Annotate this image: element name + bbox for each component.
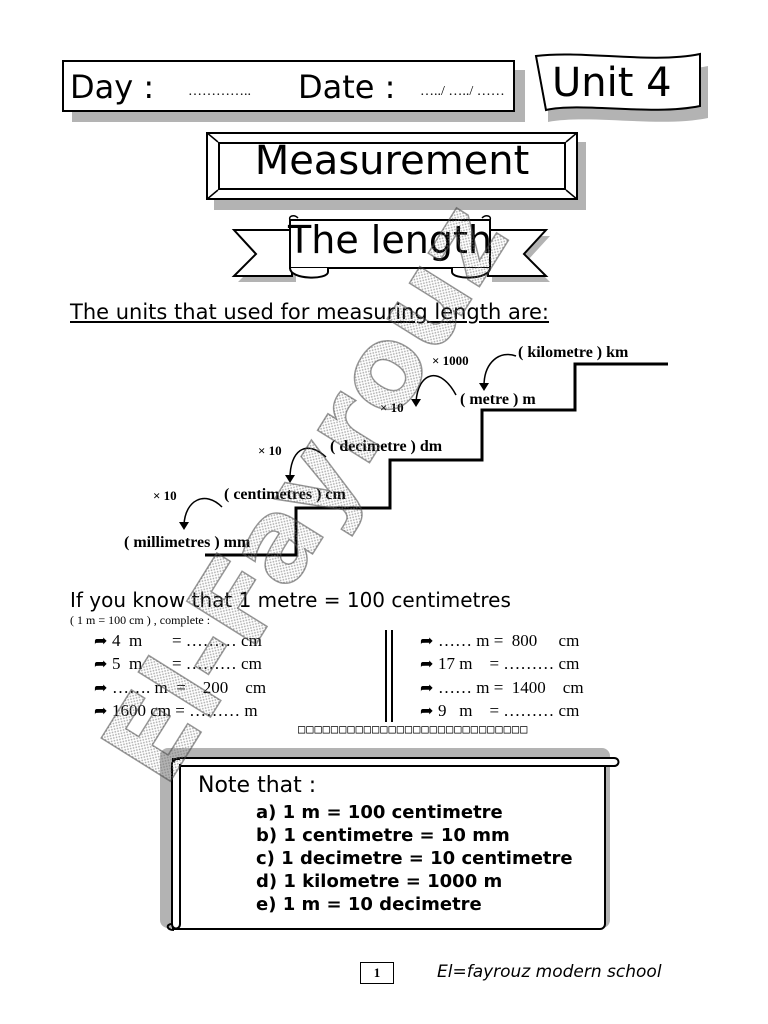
subtitle-ribbon	[231, 215, 550, 282]
note-item-e: e) 1 m = 10 decimetre	[256, 894, 482, 915]
note-scroll-curls	[166, 757, 620, 931]
label-millimetres: ( millimetres ) mm	[124, 534, 251, 551]
exercise-left-4: ➦1600 cm = ……… m	[94, 701, 258, 720]
mult-x10-cm: × 10	[153, 488, 177, 503]
curved-arrow-icon: ➦	[94, 631, 108, 650]
date-dots: …../ …../ ……	[420, 84, 505, 99]
curved-arrow-icon: ➦	[420, 654, 434, 673]
curved-arrow-icon: ➦	[94, 654, 108, 673]
title-box-corners	[206, 132, 578, 200]
page-number: 1	[360, 962, 394, 984]
mult-x1000-km: × 1000	[432, 353, 469, 368]
label-centimetres: ( centimetres ) cm	[224, 486, 346, 503]
label-decimetre: ( decimetre ) dm	[330, 438, 443, 455]
exercise-divider	[385, 630, 387, 722]
arrow-cm-to-mm	[183, 497, 223, 526]
curved-arrow-icon: ➦	[94, 701, 108, 720]
exercise-left-1: ➦4 m = ……… cm	[94, 631, 262, 650]
mult-x10-m: × 10	[380, 400, 404, 415]
curved-arrow-icon: ➦	[420, 631, 434, 650]
mult-x10-dm: × 10	[258, 443, 282, 458]
label-kilometre: ( kilometre ) km	[518, 344, 629, 361]
day-dots: …………..	[188, 84, 251, 99]
exercise-right-3: ➦…… m = 1400 cm	[420, 678, 584, 697]
unit-banner	[534, 52, 701, 112]
units-intro: The units that used for measuring length…	[70, 300, 550, 324]
page-subtitle: The length	[288, 218, 492, 262]
exercise-divider	[391, 630, 393, 722]
unit-label: Unit 4	[552, 60, 672, 106]
arrow-dm-to-cm	[289, 447, 327, 479]
curved-arrow-icon: ➦	[420, 701, 434, 720]
title-box-inner	[218, 142, 566, 190]
note-item-a: a) 1 m = 100 centimetre	[256, 802, 503, 823]
arrow-m-to-dm	[415, 375, 457, 403]
note-item-d: d) 1 kilometre = 1000 m	[256, 871, 503, 892]
note-item-b: b) 1 centimetre = 10 mm	[256, 825, 510, 846]
curved-arrow-icon: ➦	[94, 678, 108, 697]
note-box	[172, 758, 606, 930]
exercise-left-2: ➦5 m = ……… cm	[94, 654, 262, 673]
arrow-km-to-m	[483, 353, 517, 387]
exercise-right-1: ➦…… m = 800 cm	[420, 631, 580, 650]
exercise-right-4: ➦9 m = ……… cm	[420, 701, 580, 720]
exercise-intro: If you know that 1 metre = 100 centimetr…	[70, 588, 511, 612]
staircase-diagram	[179, 353, 668, 557]
date-label: Date :	[298, 68, 396, 106]
curved-arrow-icon: ➦	[420, 678, 434, 697]
school-name: El=fayrouz modern school	[437, 962, 662, 982]
exercise-right-2: ➦17 m = ……… cm	[420, 654, 580, 673]
staircase-line	[205, 362, 668, 557]
note-item-c: c) 1 decimetre = 10 centimetre	[256, 848, 573, 869]
decorative-box-row: □□□□□□□□□□□□□□□□□□□□□□□□□□□□	[298, 722, 529, 736]
exercise-left-3: ➦……. m = 200 cm	[94, 678, 267, 697]
label-metre: ( metre ) m	[460, 391, 536, 408]
exercise-sub: ( 1 m = 100 cm ) , complete :	[70, 613, 211, 627]
page-title: Measurement	[254, 138, 530, 184]
note-title: Note that :	[198, 773, 317, 798]
day-date-box: Day : ………….. Date : …../ …../ ……	[62, 60, 515, 112]
day-label: Day :	[70, 68, 155, 106]
